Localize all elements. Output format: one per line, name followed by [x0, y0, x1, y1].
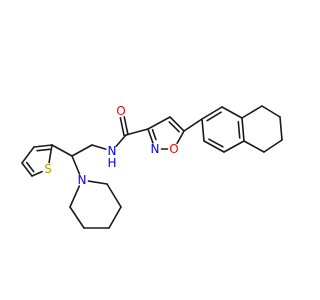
bond-A1-A2	[201, 106, 223, 120]
bond-T4-T5	[21, 162, 33, 177]
bond-S2-S3	[261, 105, 281, 118]
bond-T3-T4	[21, 146, 35, 164]
bond-A5-A6-inner	[208, 138, 224, 148]
bond-S4-S5	[263, 139, 283, 153]
bond-C3-Cam	[125, 128, 149, 136]
bond-S3-S4	[279, 116, 283, 141]
bond-P2-P3	[108, 206, 122, 229]
bond-A1-A2-inner	[206, 111, 222, 122]
bond-S1-T2	[48, 144, 53, 164]
bond-A5-A6	[203, 140, 225, 153]
isoxazole-nitrogen-label: N	[151, 142, 160, 156]
bond-P4-P5	[69, 206, 85, 229]
isoxazole-oxygen-label: O	[169, 142, 178, 156]
bond-Cam-Oam-2	[119, 116, 125, 137]
bond-P1-P2	[106, 183, 122, 208]
bond-CH-Np	[71, 155, 81, 175]
bond-S5-A4	[243, 140, 265, 153]
bond-C4-C3	[147, 116, 171, 130]
bond-A4-A5	[223, 140, 245, 153]
bond-C3-N2	[147, 128, 154, 144]
bond-T2-T3-inner	[36, 148, 51, 152]
bond-C5-C4	[169, 116, 185, 132]
bond-layer	[21, 105, 283, 229]
bond-A3-A4-inner	[237, 120, 241, 139]
piperidine-nitrogen-label: N	[78, 173, 87, 187]
bond-Cam-Nam	[115, 134, 127, 147]
amide-hydrogen-label: H	[107, 156, 116, 170]
amide-nitrogen-label: N	[108, 144, 117, 158]
bond-P5-Np	[69, 185, 81, 208]
bond-CH-T2	[51, 144, 73, 157]
bond-Cam-Oam	[123, 116, 129, 136]
bond-O1-C5	[176, 130, 185, 145]
bond-A6-A1	[201, 118, 205, 142]
bond-Nam-CH2	[91, 144, 107, 150]
bond-C3-N2-inner	[151, 128, 157, 141]
bond-A3-S2	[241, 105, 263, 119]
bond-Np-P1	[87, 180, 108, 185]
bond-T2-T3	[33, 144, 53, 148]
bond-A2-A3	[221, 106, 243, 119]
bond-A3-A4	[241, 117, 245, 142]
bond-T4-T5-inner	[25, 161, 35, 173]
bond-C5-A1	[183, 118, 203, 132]
bond-C5-C4-inner	[168, 121, 180, 133]
carbonyl-oxygen-label: O	[116, 104, 125, 118]
thiophene-sulfur-label: S	[44, 162, 52, 176]
bond-T5-S1	[31, 170, 43, 177]
bond-CH2-CH	[71, 144, 93, 157]
